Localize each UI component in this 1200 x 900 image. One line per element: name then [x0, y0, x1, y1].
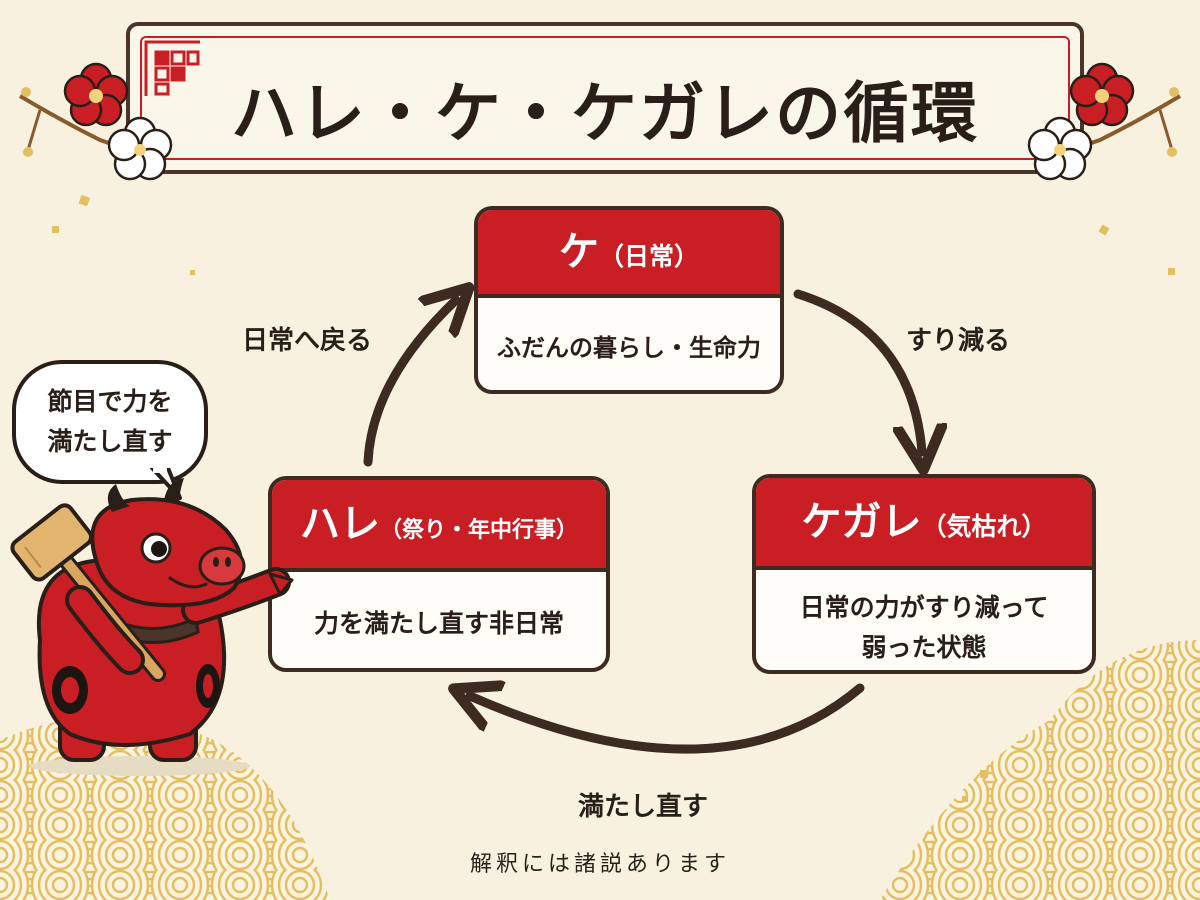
node-ke-sub: （日常） [598, 242, 699, 271]
speech-bubble: 節目で力を 満たし直す [12, 360, 208, 484]
arrow-hare-to-ke [363, 300, 456, 467]
node-ke-name: ケ [558, 229, 599, 275]
edge-label-return: 日常へ戻る [242, 326, 373, 356]
node-kegare-header: ケガレ（気枯れ） [756, 478, 1092, 570]
node-hare-name: ハレ [299, 501, 380, 547]
title-banner: ハレ・ケ・ケガレの循環 [126, 22, 1084, 174]
edge-label-refill: 満たし直す [578, 792, 709, 822]
speech-line2: 満たし直す [47, 427, 173, 456]
edge-label-wear-down: すり減る [906, 326, 1011, 356]
node-hare-desc: 力を満たし直す非日常 [313, 609, 564, 638]
node-kegare-sub: （気枯れ） [921, 512, 1047, 541]
node-hare-sub: （祭り・年中行事） [379, 518, 578, 543]
node-kegare-name: ケガレ [801, 499, 922, 545]
node-ke-desc: ふだんの暮らし・生命力 [497, 334, 761, 362]
node-ke-header: ケ（日常） [478, 210, 780, 298]
node-hare: ハレ（祭り・年中行事） 力を満たし直す非日常 [268, 476, 610, 672]
node-hare-header: ハレ（祭り・年中行事） [272, 480, 606, 572]
page-title: ハレ・ケ・ケガレの循環 [231, 75, 979, 152]
node-kegare: ケガレ（気枯れ） 日常の力がすり減って 弱った状態 [752, 474, 1096, 674]
node-kegare-desc-line2: 弱った状態 [861, 633, 987, 662]
node-kegare-desc-line1: 日常の力がすり減って [799, 593, 1049, 622]
speech-line1: 節目で力を [47, 387, 173, 416]
footnote: 解釈には諸説あります [469, 852, 730, 877]
node-ke: ケ（日常） ふだんの暮らし・生命力 [474, 206, 784, 394]
confetti [52, 194, 1175, 802]
corner-grid-icon [144, 40, 200, 96]
node-kegare-desc: 日常の力がすり減って 弱った状態 [756, 588, 1092, 668]
arrow-kegare-to-hare [470, 688, 865, 754]
arrow-ke-to-kegare [793, 289, 922, 452]
